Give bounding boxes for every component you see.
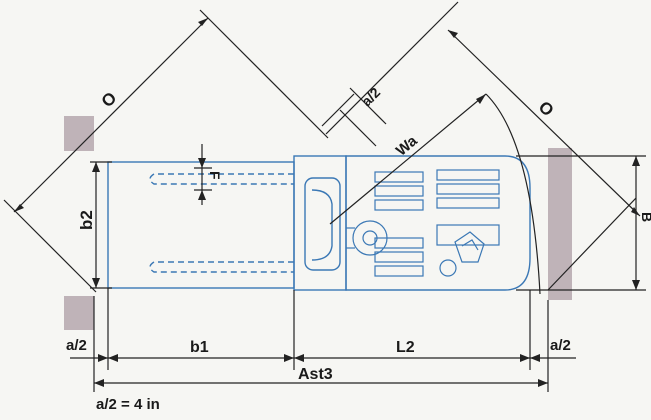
dimension-lines — [3, 1, 646, 392]
label-ast3: Ast3 — [298, 366, 333, 383]
label-l2: L2 — [396, 339, 415, 356]
label-f: F — [207, 171, 223, 180]
turning-arc — [485, 93, 541, 295]
dim-o-left — [13, 17, 209, 213]
dim-a2-top — [321, 93, 355, 127]
label-a2-top: a/2 — [358, 84, 383, 109]
rack-blocks — [64, 116, 572, 330]
label-a2-right: a/2 — [550, 337, 571, 354]
load-outline — [107, 161, 295, 289]
forklift-truck — [107, 155, 531, 291]
fork-upper — [149, 173, 294, 185]
dim-o-right — [447, 29, 641, 217]
label-b: B — [639, 212, 651, 222]
rack-block-top-left — [64, 116, 94, 151]
forks — [149, 173, 294, 273]
chassis — [345, 155, 531, 291]
label-a2-left: a/2 — [66, 337, 87, 354]
label-o-left: O — [98, 88, 121, 111]
label-b2: b2 — [77, 210, 96, 230]
compartment-details — [346, 169, 500, 277]
carriage-bracket — [311, 189, 333, 261]
footnote: a/2 = 4 in — [96, 396, 160, 413]
rack-block-bottom-left — [64, 296, 94, 330]
mast-inner — [304, 177, 341, 271]
dim-wa — [329, 93, 487, 225]
label-b1: b1 — [190, 339, 209, 356]
arrowheads — [14, 18, 640, 387]
fork-lower — [149, 261, 294, 273]
steering-wheel — [352, 220, 388, 256]
rack-block-right — [548, 148, 572, 300]
